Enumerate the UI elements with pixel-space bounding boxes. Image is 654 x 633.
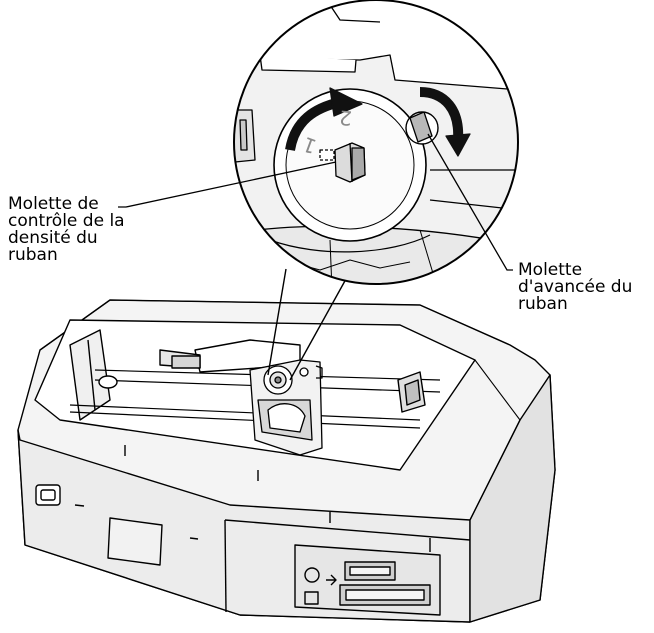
label-density-line-4: ruban: [8, 245, 58, 265]
leader-density: [118, 161, 337, 208]
dial-number-2: 2: [338, 105, 353, 130]
leader-advance: [427, 133, 513, 271]
ribbon-cartridge-small: [249, 359, 323, 456]
label-advance-knob: Molette d'avancée du ruban: [518, 262, 632, 313]
label-advance-line-1: Molette: [518, 260, 583, 280]
front-rail: [69, 404, 421, 421]
label-density-knob: Molette de contrôle de la densité du rub…: [8, 196, 125, 264]
label-advance-line-2: d'avancée du: [518, 277, 633, 297]
power-inlet: [35, 484, 61, 506]
label-advance-line-3: ruban: [518, 294, 568, 314]
zoom-detail: 1 2: [233, 0, 519, 285]
zoom-connector: [267, 268, 347, 381]
label-density-line-3: densité du: [8, 228, 98, 248]
callout-leaders: [118, 133, 513, 271]
label-density-line-1: Molette de: [8, 194, 99, 214]
printer-body: [17, 299, 556, 623]
advance-arrow-icon: [419, 87, 464, 141]
label-density-line-2: contrôle de la: [8, 211, 125, 231]
